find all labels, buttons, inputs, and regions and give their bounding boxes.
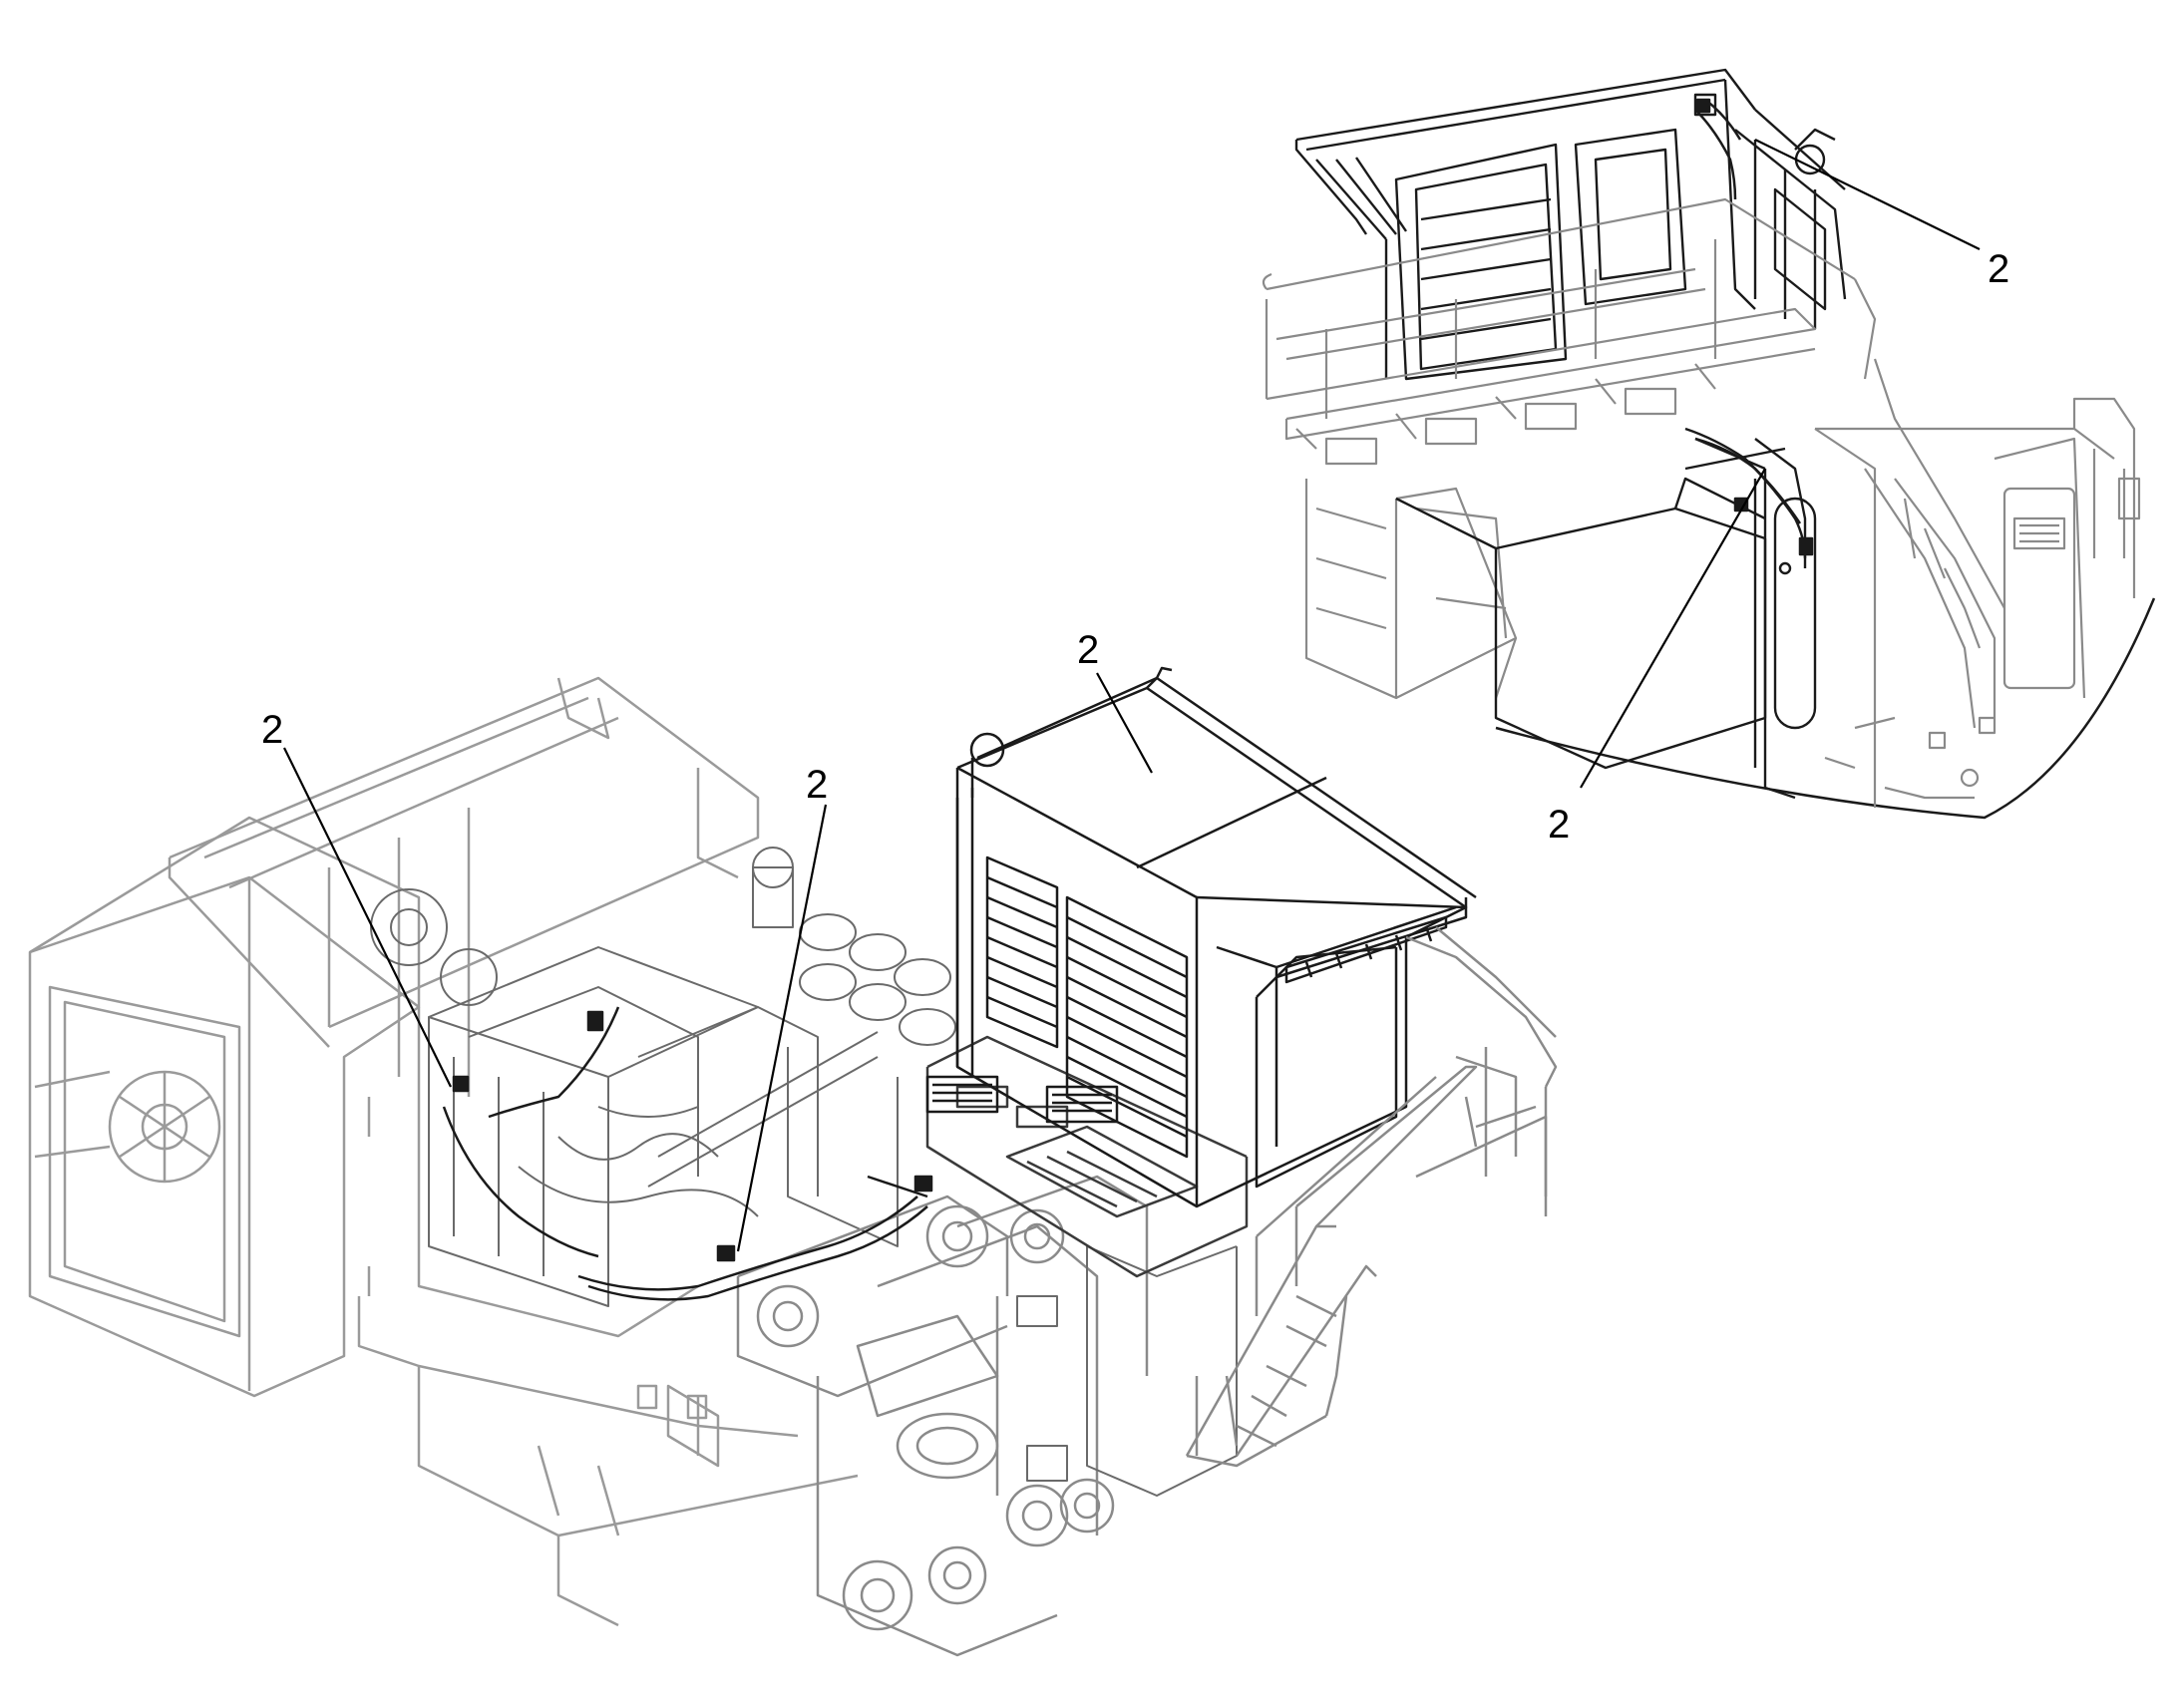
inset-cab-detail xyxy=(1262,68,2156,820)
inset-wiring-harness xyxy=(1684,98,1814,559)
inset-railing xyxy=(1262,197,1877,466)
callouts: 2 2 2 2 2 xyxy=(261,247,2009,847)
main-machine-view xyxy=(28,666,1558,1657)
leader-line-2 xyxy=(736,804,828,1252)
callout-label: 2 xyxy=(806,763,828,807)
inset-stairs xyxy=(1814,358,2141,808)
leader-line-5 xyxy=(1580,468,1766,789)
leader-line-4 xyxy=(1754,139,1981,250)
access-stairs xyxy=(1185,926,1558,1468)
chassis-frame xyxy=(357,1296,859,1627)
engine-frame xyxy=(168,676,760,1338)
loader-linkage xyxy=(736,1175,1149,1657)
wiring-harness xyxy=(442,1006,933,1301)
callout-label: 2 xyxy=(1988,247,2009,291)
leader-line-3 xyxy=(1096,672,1153,774)
callout-label: 2 xyxy=(1548,803,1570,847)
inset-tank xyxy=(1395,437,1817,800)
inset-boundary xyxy=(1495,597,2156,820)
leader-line-1 xyxy=(283,747,452,1088)
callout-label: 2 xyxy=(1077,628,1099,672)
cab-platform xyxy=(925,1035,1249,1278)
operator-cab xyxy=(925,666,1477,1208)
hydraulic-tank xyxy=(1016,1245,1238,1497)
leader-lines xyxy=(283,139,1981,1252)
callout-label: 2 xyxy=(261,708,283,752)
inset-platform xyxy=(1304,479,1518,700)
filter-caps xyxy=(787,913,956,1247)
inset-cab xyxy=(1294,68,1847,381)
